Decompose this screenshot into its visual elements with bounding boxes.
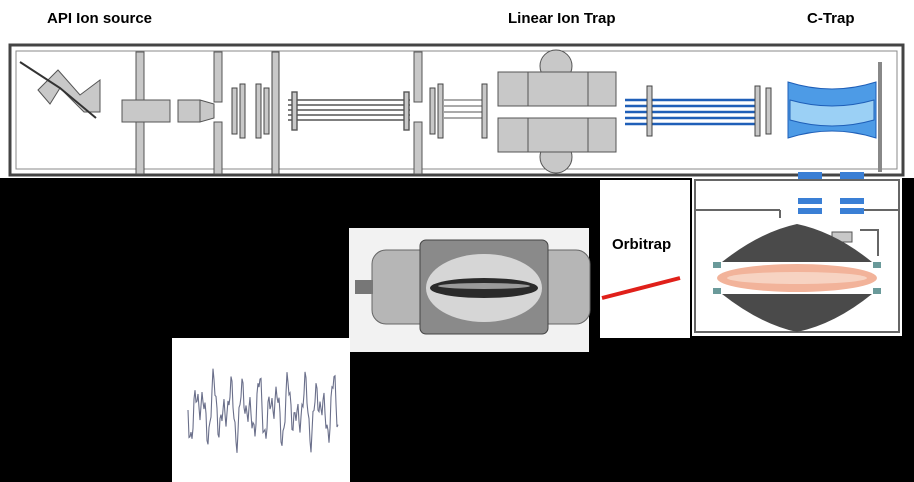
orbitrap-photo [349,228,591,352]
vacuum-chamber-outline [8,43,905,177]
label-c-trap: C-Trap [807,10,855,27]
linear-ion-trap [497,49,617,174]
inter-lens-wall [413,51,423,175]
ion-transfer-region [121,51,223,175]
label-api-ion-source: API Ion source [47,10,153,27]
orbitrap-electrode [713,224,881,332]
label-orbitrap: Orbitrap [612,236,672,253]
orbitrap-label-panel [600,180,690,338]
vacuum-chamber-inner [15,50,898,170]
transfer-lenses [646,85,772,137]
multipole-2 [429,83,488,139]
transient-signal-plot [172,338,350,482]
api-source-probe [19,61,101,119]
label-linear-ion-trap: Linear Ion Trap [508,10,616,27]
instrument-schematic-background [0,0,914,178]
transfer-multipole [625,98,760,126]
multipole-1 [231,51,280,175]
orbitrap-connector-line [601,276,681,300]
octopole-ion-guide [288,91,410,131]
c-trap [787,62,882,172]
